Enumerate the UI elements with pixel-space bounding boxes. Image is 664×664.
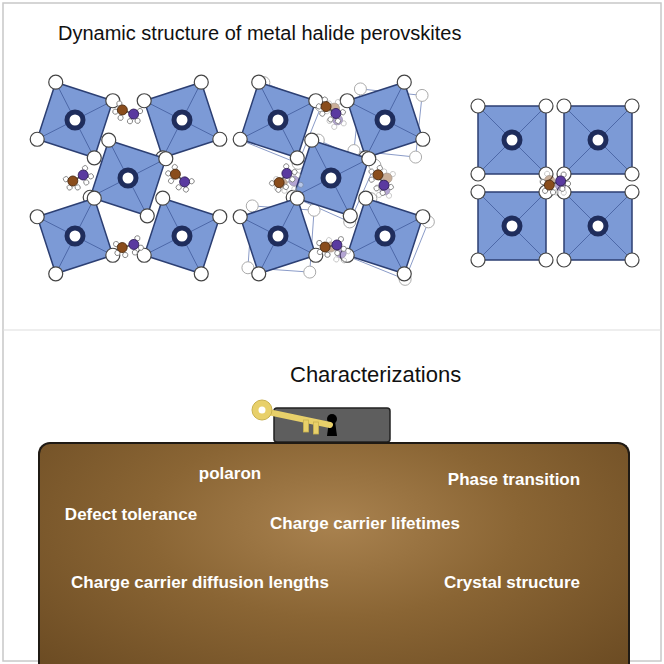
property-text: polaron	[199, 464, 261, 484]
ghost-octahedron	[342, 193, 435, 286]
key	[252, 400, 330, 434]
octahedron	[471, 99, 553, 181]
separator	[3, 330, 661, 331]
organic-cation	[268, 162, 301, 196]
organic-cation	[313, 95, 347, 127]
perovskite-structures	[30, 75, 639, 285]
organic-cation	[539, 171, 573, 198]
octahedron	[340, 75, 430, 165]
octahedron	[30, 191, 120, 281]
section-label: Characterizations	[290, 362, 461, 388]
organic-cation	[318, 236, 352, 266]
organic-cation	[111, 100, 145, 127]
octahedron	[340, 191, 430, 281]
octahedron	[557, 185, 639, 267]
property-text: Charge carrier diffusion lengths	[71, 573, 329, 593]
property-text: Defect tolerance	[65, 505, 197, 525]
organic-cation	[537, 170, 571, 199]
organic-cation	[315, 236, 347, 259]
organic-cation	[62, 164, 96, 194]
title: Dynamic structure of metal halide perovs…	[58, 22, 462, 45]
octahedron	[557, 99, 639, 181]
octahedron	[233, 191, 323, 281]
octahedron	[471, 185, 553, 267]
lock-and-key	[252, 400, 390, 442]
property-text: Charge carrier lifetimes	[270, 514, 460, 534]
property-text: Phase transition	[448, 470, 580, 490]
organic-cation	[365, 164, 395, 198]
ghost-octahedron	[348, 83, 428, 163]
organic-cation	[162, 163, 196, 196]
octahedron	[137, 75, 227, 165]
chest-box: polaronPhase transitionDefect toleranceC…	[38, 442, 630, 664]
octahedron	[137, 191, 227, 281]
organic-cation	[112, 235, 145, 260]
property-text: Crystal structure	[444, 573, 580, 593]
